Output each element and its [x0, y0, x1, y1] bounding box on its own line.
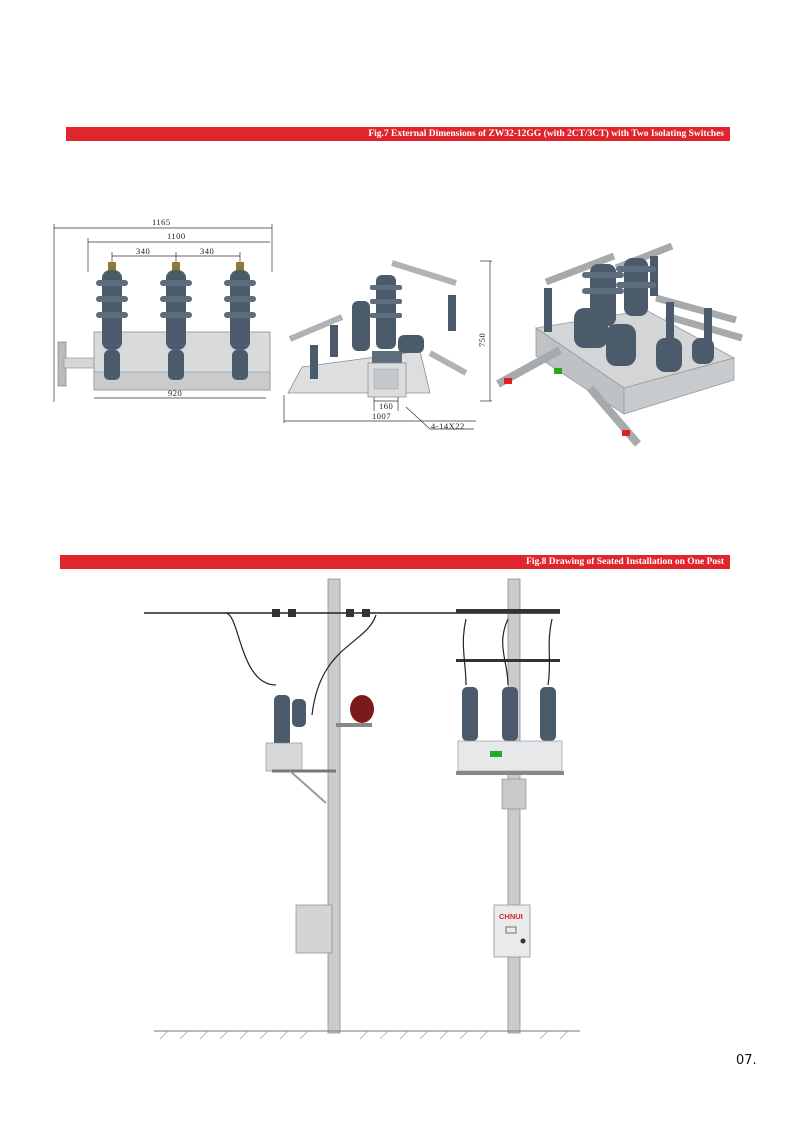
- fig8-caption: Fig.8 Drawing of Seated Installation on …: [526, 557, 724, 567]
- dim-height: 750: [477, 333, 487, 347]
- dim-base-total: 1007: [372, 411, 391, 421]
- dim-base-small: 160: [379, 401, 393, 411]
- page-number: 07.: [736, 1053, 757, 1068]
- front-view-drawing: 1165 1100 340 340 920: [53, 217, 273, 402]
- dim-inner-width: 1100: [167, 231, 186, 241]
- dim-pitch-left: 340: [136, 246, 150, 256]
- dim-holes: 4-14X22: [431, 421, 465, 431]
- fig7-caption: Fig.7 External Dimensions of ZW32-12GG (…: [368, 129, 724, 139]
- dim-overall-width: 1165: [152, 217, 171, 227]
- render-3d-drawing: [496, 242, 743, 447]
- side-view-drawing: 750 160 1007 4-14X22: [283, 260, 492, 431]
- fig8-caption-banner: Fig.8 Drawing of Seated Installation on …: [60, 555, 730, 569]
- left-pole: [327, 578, 341, 1034]
- installation-drawing: CHNUI: [144, 578, 580, 1040]
- control-box-brand: CHNUI: [499, 912, 523, 921]
- dim-pitch-right: 340: [200, 246, 214, 256]
- fig7-caption-banner: Fig.7 External Dimensions of ZW32-12GG (…: [66, 127, 730, 141]
- dim-base-width: 920: [168, 388, 182, 398]
